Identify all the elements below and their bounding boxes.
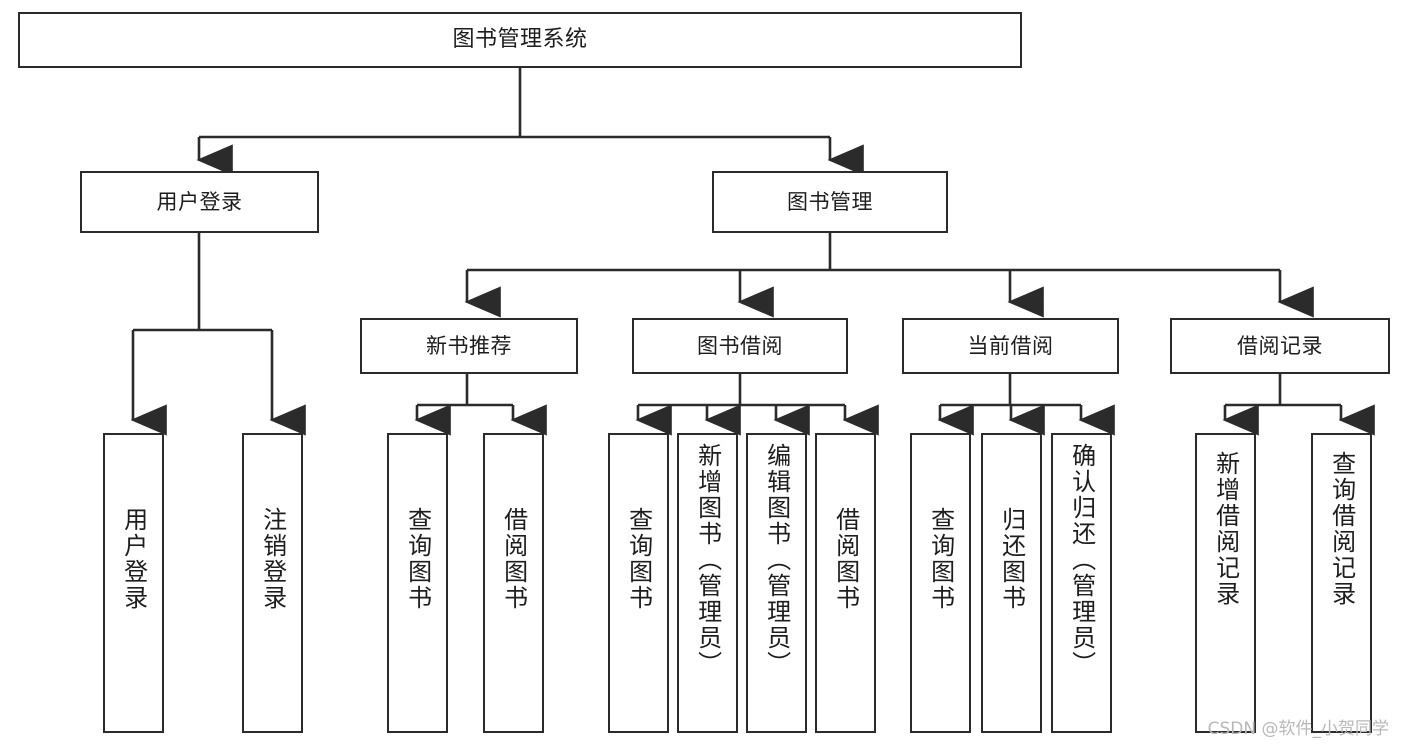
node-label: 当前借阅 [967, 333, 1054, 358]
node-label: 借阅图书 [499, 507, 528, 611]
node-leaf-borrow-book-2[interactable]: 借阅图书 [815, 433, 876, 733]
node-label: 借阅记录 [1237, 333, 1323, 358]
node-label: 用户登录 [119, 507, 148, 611]
node-label: 确认归还（管理员） [1067, 443, 1096, 677]
node-label: 注销登录 [258, 507, 287, 611]
node-leaf-query-borrow-record[interactable]: 查询借阅记录 [1311, 433, 1372, 733]
node-label: 查询图书 [403, 507, 432, 611]
node-leaf-add-book-admin[interactable]: 新增图书（管理员） [677, 433, 738, 733]
node-leaf-query-book-3[interactable]: 查询图书 [910, 433, 971, 733]
node-label: 图书借阅 [697, 333, 783, 358]
node-leaf-add-borrow-record[interactable]: 新增借阅记录 [1195, 433, 1256, 733]
node-book-borrow[interactable]: 图书借阅 [632, 318, 848, 374]
node-label: 查询图书 [926, 507, 955, 611]
node-leaf-logout[interactable]: 注销登录 [242, 433, 303, 733]
node-label: 新增图书（管理员） [693, 443, 722, 677]
node-label: 图书管理 [787, 189, 873, 214]
node-label: 新书推荐 [426, 333, 512, 358]
node-label: 图书管理系统 [452, 27, 588, 53]
node-leaf-borrow-book-1[interactable]: 借阅图书 [483, 433, 544, 733]
node-user-login[interactable]: 用户登录 [80, 171, 319, 233]
node-label: 借阅图书 [831, 507, 860, 611]
node-leaf-edit-book-admin[interactable]: 编辑图书（管理员） [746, 433, 807, 733]
node-leaf-return-book[interactable]: 归还图书 [981, 433, 1042, 733]
node-root-book-management-system[interactable]: 图书管理系统 [18, 12, 1022, 68]
node-borrow-record[interactable]: 借阅记录 [1170, 318, 1390, 374]
node-new-book-recommend[interactable]: 新书推荐 [360, 318, 578, 374]
node-label: 用户登录 [156, 189, 243, 214]
node-label: 查询借阅记录 [1327, 451, 1356, 607]
node-label: 归还图书 [997, 507, 1026, 611]
node-leaf-query-book-2[interactable]: 查询图书 [608, 433, 669, 733]
watermark-text: CSDN @软件_小贺同学 [1207, 719, 1389, 739]
node-label: 编辑图书（管理员） [762, 443, 791, 677]
node-label: 查询图书 [624, 507, 653, 611]
node-label: 新增借阅记录 [1211, 451, 1240, 607]
node-current-borrow[interactable]: 当前借阅 [902, 318, 1119, 374]
node-leaf-user-login[interactable]: 用户登录 [103, 433, 164, 733]
node-leaf-query-book-1[interactable]: 查询图书 [387, 433, 448, 733]
node-book-management[interactable]: 图书管理 [712, 171, 948, 233]
node-leaf-confirm-return-admin[interactable]: 确认归还（管理员） [1051, 433, 1112, 733]
